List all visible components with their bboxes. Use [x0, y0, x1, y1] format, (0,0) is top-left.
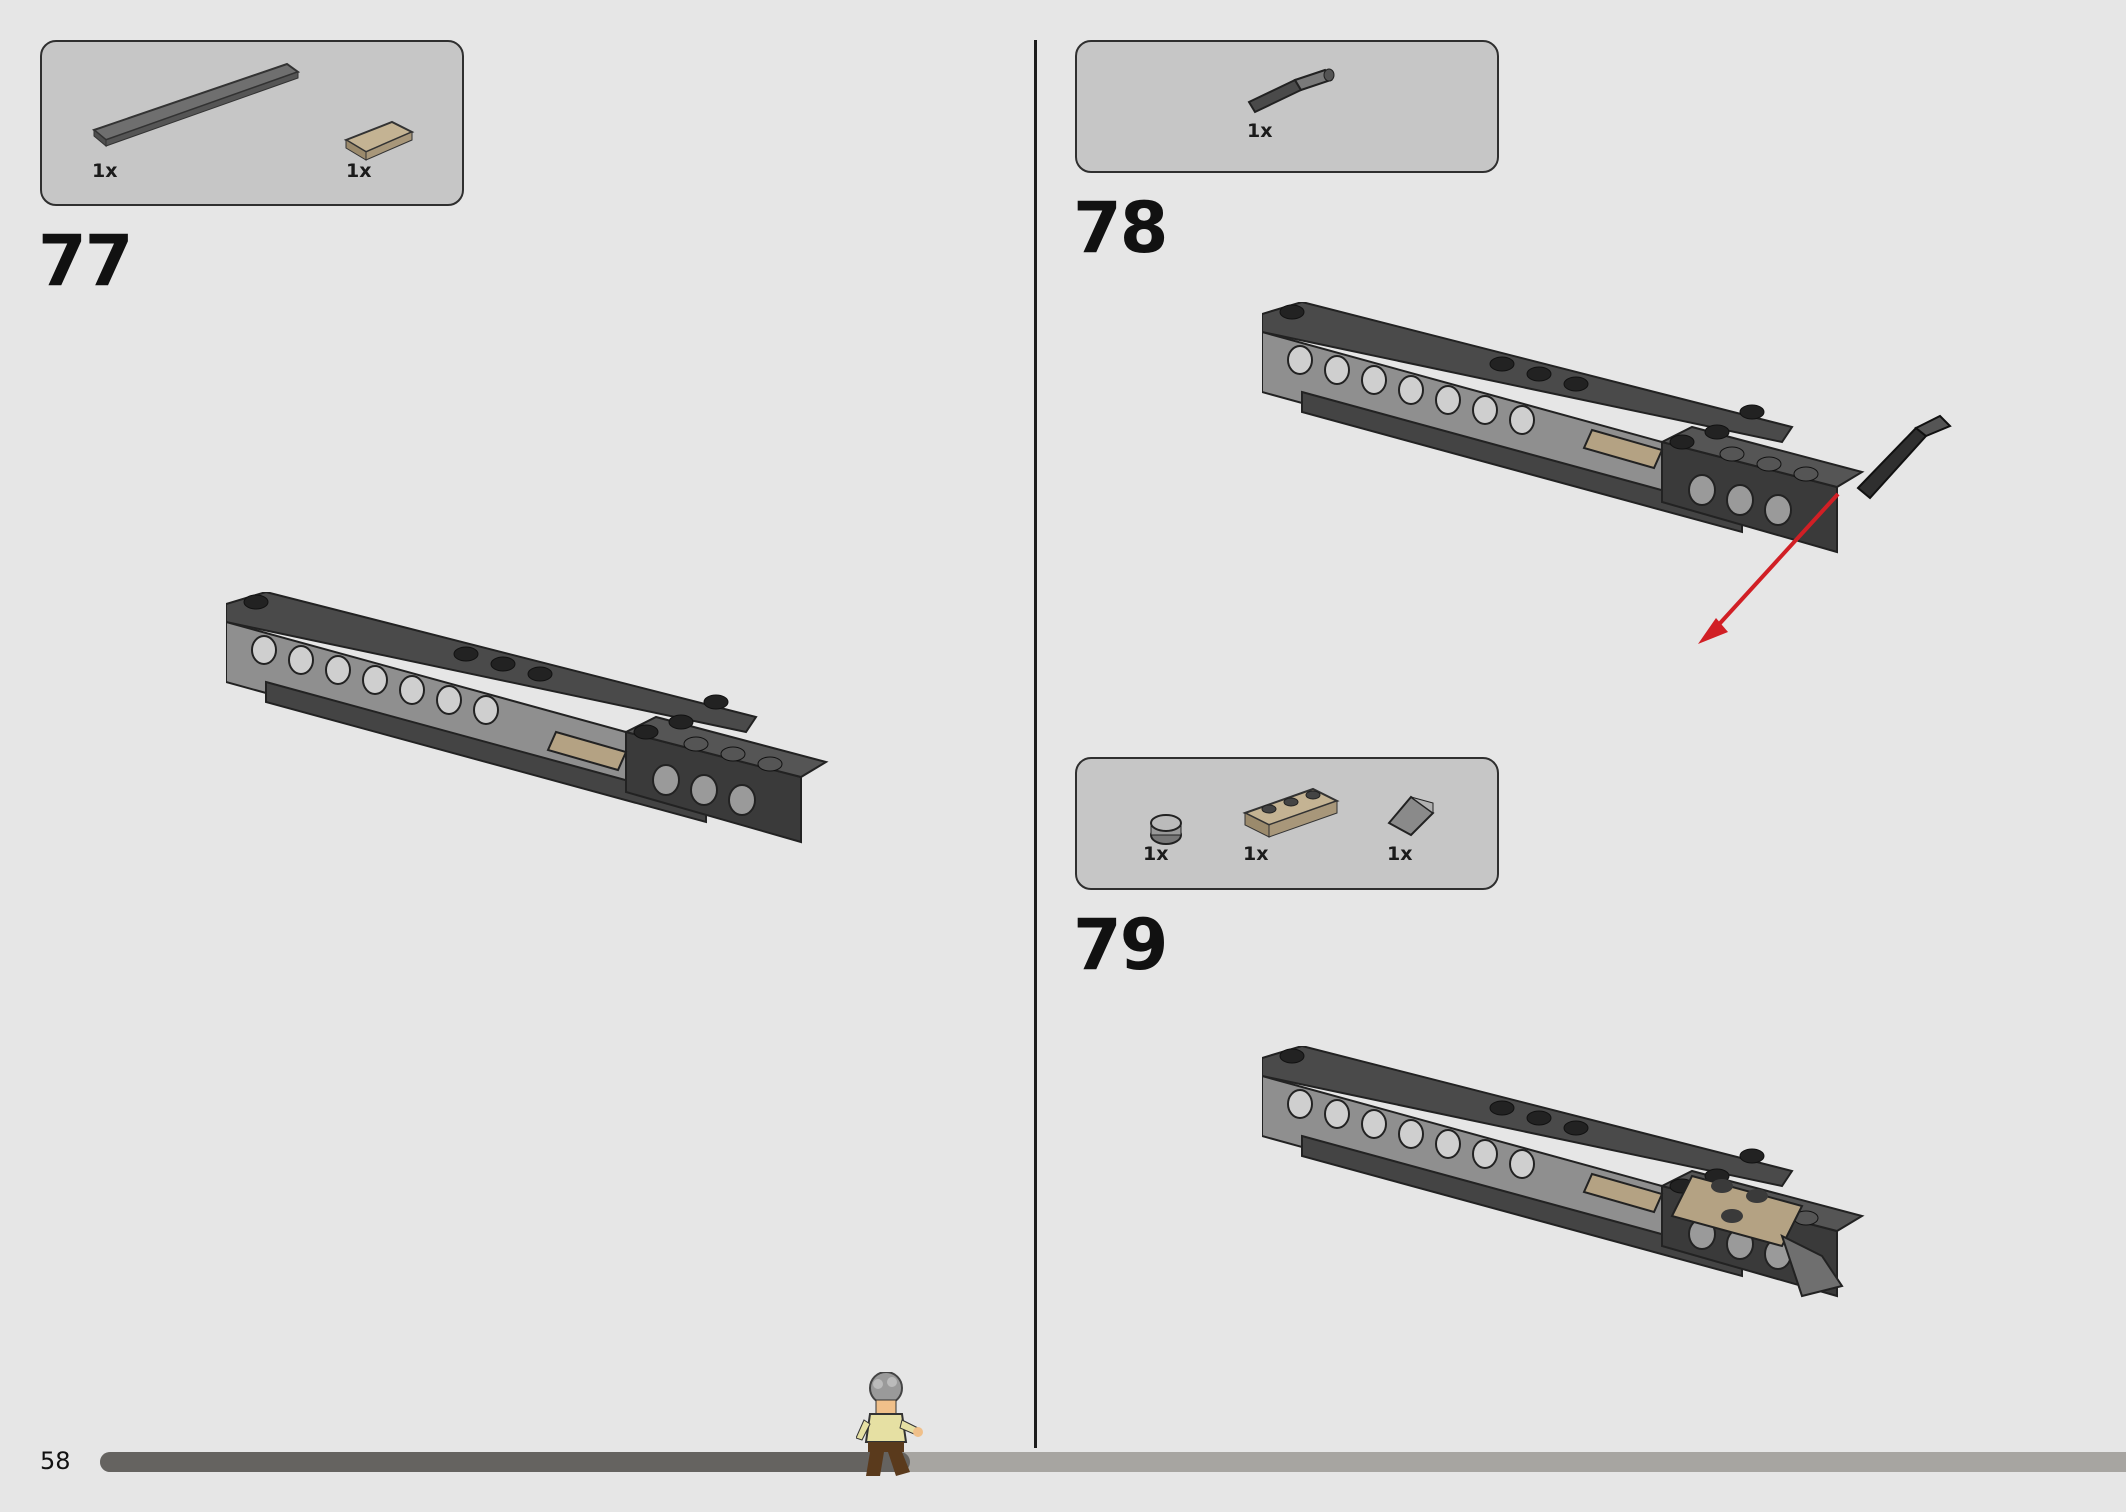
part-qty: 1x	[346, 160, 372, 182]
part-qty: 1x	[1143, 843, 1169, 865]
part-qty: 1x	[1387, 843, 1413, 865]
tan-plate-1x3-icon	[1242, 787, 1340, 838]
slope-icon	[1387, 795, 1435, 837]
grey-pin-connector-icon	[1247, 68, 1335, 114]
step-number: 79	[1073, 904, 1168, 986]
step-number: 77	[38, 220, 133, 302]
page-number: 58	[40, 1447, 71, 1475]
step-number: 78	[1073, 187, 1168, 269]
long-dark-grey-tile-icon	[92, 62, 301, 148]
round-stud-icon	[1150, 814, 1182, 845]
insert-arrow-icon	[1698, 414, 1952, 644]
assembly-model-step-78	[1262, 302, 1863, 553]
assembly-model-step-79	[1262, 1046, 1863, 1298]
minifigure-icon	[856, 1372, 923, 1476]
part-qty: 1x	[1243, 843, 1269, 865]
tan-tile-icon	[343, 120, 415, 161]
parts-box-step-77: 1x 1x	[40, 40, 464, 206]
part-qty: 1x	[92, 160, 118, 182]
progress-bar-fill	[100, 1452, 911, 1472]
assembly-model-step-77	[226, 592, 827, 843]
parts-box-step-79: 1x 1x 1x	[1075, 757, 1499, 890]
part-qty: 1x	[1247, 120, 1273, 142]
progress-bar	[100, 1452, 2126, 1472]
parts-box-step-78: 1x	[1075, 40, 1499, 173]
page-divider	[1034, 40, 1037, 1448]
